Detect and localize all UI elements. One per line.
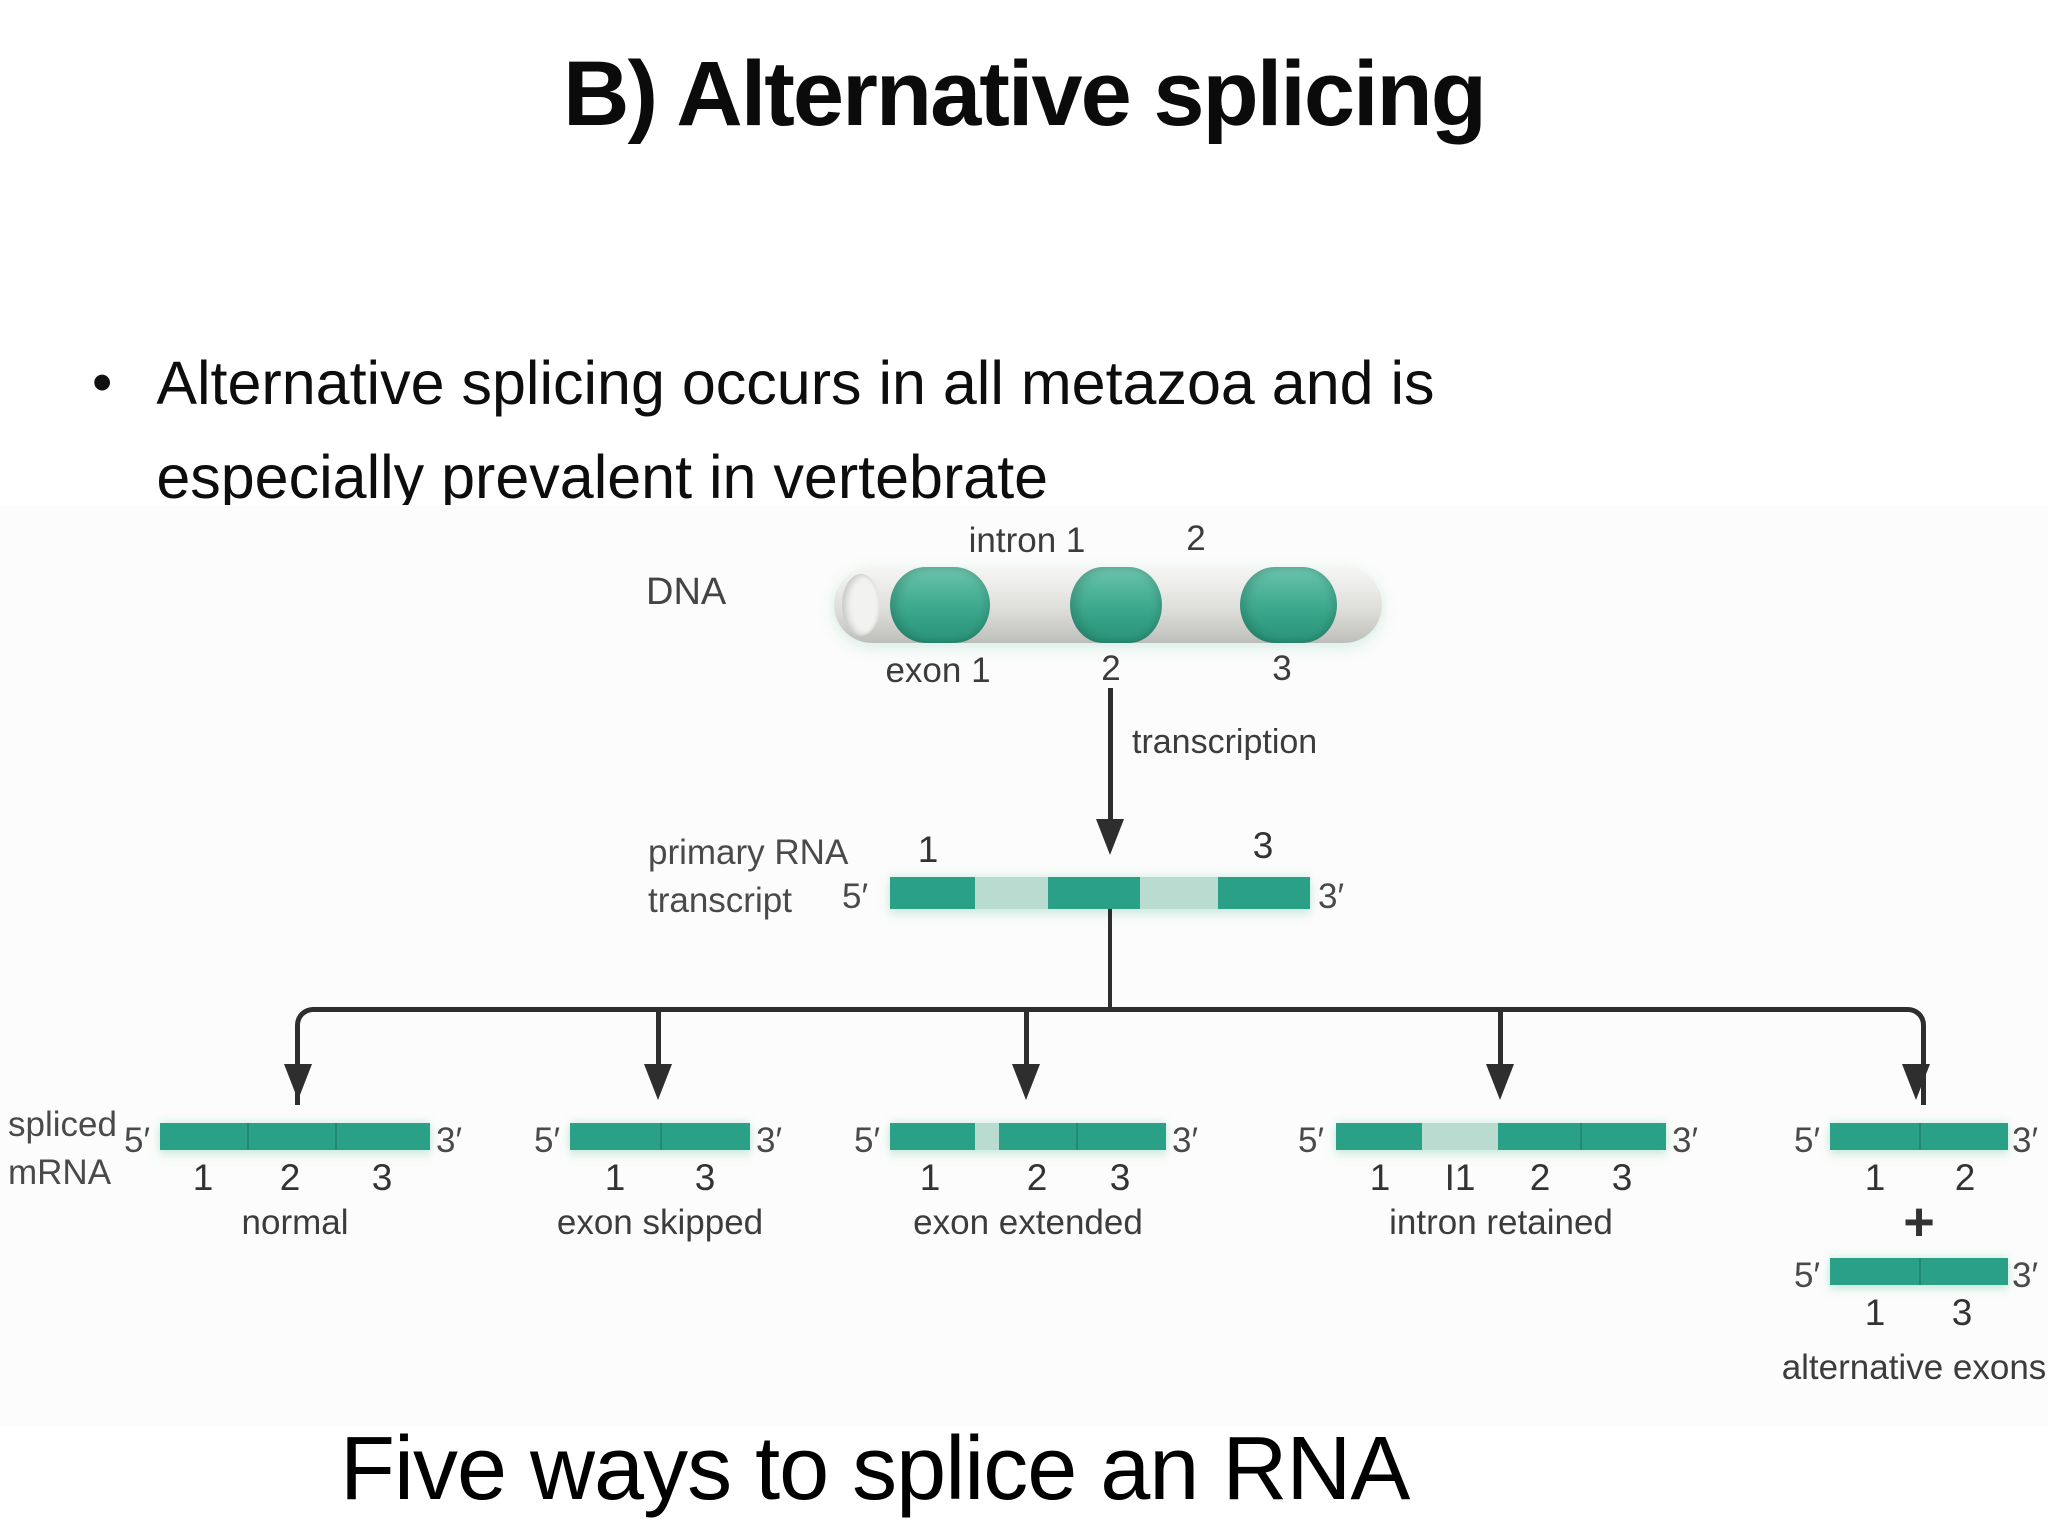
primary-rna-label-line1: primary RNA <box>648 833 849 872</box>
branch-line <box>295 1007 1926 1105</box>
v2-divider <box>660 1123 662 1150</box>
v4-caption: intron retained <box>1389 1203 1613 1242</box>
v1-divider <box>335 1123 337 1150</box>
dna-cylinder-cap <box>842 574 880 636</box>
v5b-3prime-label: 3′ <box>2012 1256 2039 1295</box>
v1-divider <box>247 1123 249 1150</box>
v4-retained-intron-segment <box>1422 1123 1498 1150</box>
spliced-mrna-label: spliced mRNA <box>8 1101 117 1197</box>
v1-caption: normal <box>241 1203 349 1242</box>
exon1-label: exon 1 <box>885 651 991 690</box>
slide-title: B) Alternative splicing <box>563 43 1487 145</box>
v1-5prime-label: 5′ <box>124 1121 151 1160</box>
v5-caption: alternative exons <box>1781 1348 2047 1387</box>
transcription-arrow-line <box>1108 688 1113 823</box>
v1-number: 2 <box>279 1157 301 1198</box>
v2-number: 3 <box>694 1157 716 1198</box>
branch-drop3-line <box>1024 1012 1029 1070</box>
bullet-text: Alternative splicing occurs in all metaz… <box>156 349 1435 511</box>
branch-stem-line <box>1108 909 1112 1009</box>
v3-5prime-label: 5′ <box>854 1121 881 1160</box>
primary-number-1: 1 <box>917 829 939 870</box>
exon2-label: 2 <box>1101 649 1121 688</box>
v1-number: 3 <box>371 1157 393 1198</box>
v4-number: 2 <box>1529 1157 1551 1198</box>
v3-3prime-label: 3′ <box>1172 1121 1199 1160</box>
splicing-diagram: DNA intron 1 2 exon 1 2 3 transcription … <box>0 505 2048 1425</box>
v5a-number: 1 <box>1864 1157 1886 1198</box>
v5a-5prime-label: 5′ <box>1794 1121 1821 1160</box>
v5b-number: 1 <box>1864 1292 1886 1333</box>
v2-3prime-label: 3′ <box>756 1121 783 1160</box>
v5b-5prime-label: 5′ <box>1794 1256 1821 1295</box>
v3-caption: exon extended <box>913 1203 1143 1242</box>
bullet-item: • Alternative splicing occurs in all met… <box>92 336 1692 524</box>
v3-number: 3 <box>1109 1157 1131 1198</box>
primary-3prime-label: 3′ <box>1318 877 1345 916</box>
v5b-mrna-bar <box>1830 1258 2008 1285</box>
v4-5prime-label: 5′ <box>1298 1121 1325 1160</box>
dna-exon1-band <box>890 567 990 643</box>
dna-label: DNA <box>646 571 727 613</box>
v1-mrna-bar <box>160 1123 430 1150</box>
v5a-divider <box>1919 1123 1921 1150</box>
bottom-caption: Five ways to splice an RNA <box>340 1419 1410 1519</box>
branch-drop2-line <box>656 1012 661 1070</box>
v5b-number: 3 <box>1951 1292 1973 1333</box>
v3-number: 1 <box>919 1157 941 1198</box>
primary-number-3: 3 <box>1252 825 1274 866</box>
v5a-3prime-label: 3′ <box>2012 1121 2039 1160</box>
primary-intron2-segment <box>1140 877 1218 909</box>
dna-exon3-band <box>1240 567 1337 643</box>
branch-arrowhead4-icon <box>1486 1064 1514 1100</box>
bullet-marker: • <box>92 350 113 415</box>
intron1-label: intron 1 <box>968 521 1086 560</box>
v3-mrna-bar <box>890 1123 1166 1150</box>
transcription-label: transcription <box>1132 723 1318 761</box>
dna-exon2-band <box>1070 567 1162 643</box>
v2-5prime-label: 5′ <box>534 1121 561 1160</box>
v5a-mrna-bar <box>1830 1123 2008 1150</box>
intron2-label: 2 <box>1186 519 1206 558</box>
branch-arrowhead5-icon <box>1902 1064 1930 1100</box>
spliced-mrna-label-line1: spliced <box>8 1105 117 1144</box>
v3-number: 2 <box>1026 1157 1048 1198</box>
primary-exon2-segment <box>1048 877 1140 909</box>
v2-caption: exon skipped <box>556 1203 764 1242</box>
primary-5prime-label: 5′ <box>842 877 869 916</box>
v4-3prime-label: 3′ <box>1672 1121 1699 1160</box>
exon3-label: 3 <box>1272 649 1292 688</box>
v1-number: 1 <box>192 1157 214 1198</box>
v3-divider <box>1076 1123 1078 1150</box>
v5a-number: 2 <box>1954 1157 1976 1198</box>
v3-extended-segment <box>975 1123 999 1150</box>
v4-number: 3 <box>1611 1157 1633 1198</box>
plus-sign: + <box>1903 1192 1935 1252</box>
branch-arrowhead1-icon <box>284 1064 312 1100</box>
branch-arrowhead3-icon <box>1012 1064 1040 1100</box>
primary-intron1-segment <box>975 877 1048 909</box>
v2-number: 1 <box>604 1157 626 1198</box>
v4-mrna-bar <box>1336 1123 1666 1150</box>
v1-3prime-label: 3′ <box>436 1121 463 1160</box>
primary-rna-label: primary RNA transcript <box>648 829 848 925</box>
v5b-divider <box>1919 1258 1921 1285</box>
primary-transcript-bar <box>890 877 1310 909</box>
v4-number: I1 <box>1444 1157 1476 1198</box>
v4-divider <box>1580 1123 1582 1150</box>
transcription-arrowhead-icon <box>1096 819 1124 855</box>
branch-arrowhead2-icon <box>644 1064 672 1100</box>
v2-mrna-bar <box>570 1123 750 1150</box>
v4-number: 1 <box>1369 1157 1391 1198</box>
primary-rna-label-line2: transcript <box>648 881 792 920</box>
primary-exon1-segment <box>890 877 975 909</box>
branch-drop4-line <box>1498 1012 1503 1070</box>
primary-exon3-segment <box>1218 877 1310 909</box>
spliced-mrna-label-line2: mRNA <box>8 1153 112 1192</box>
